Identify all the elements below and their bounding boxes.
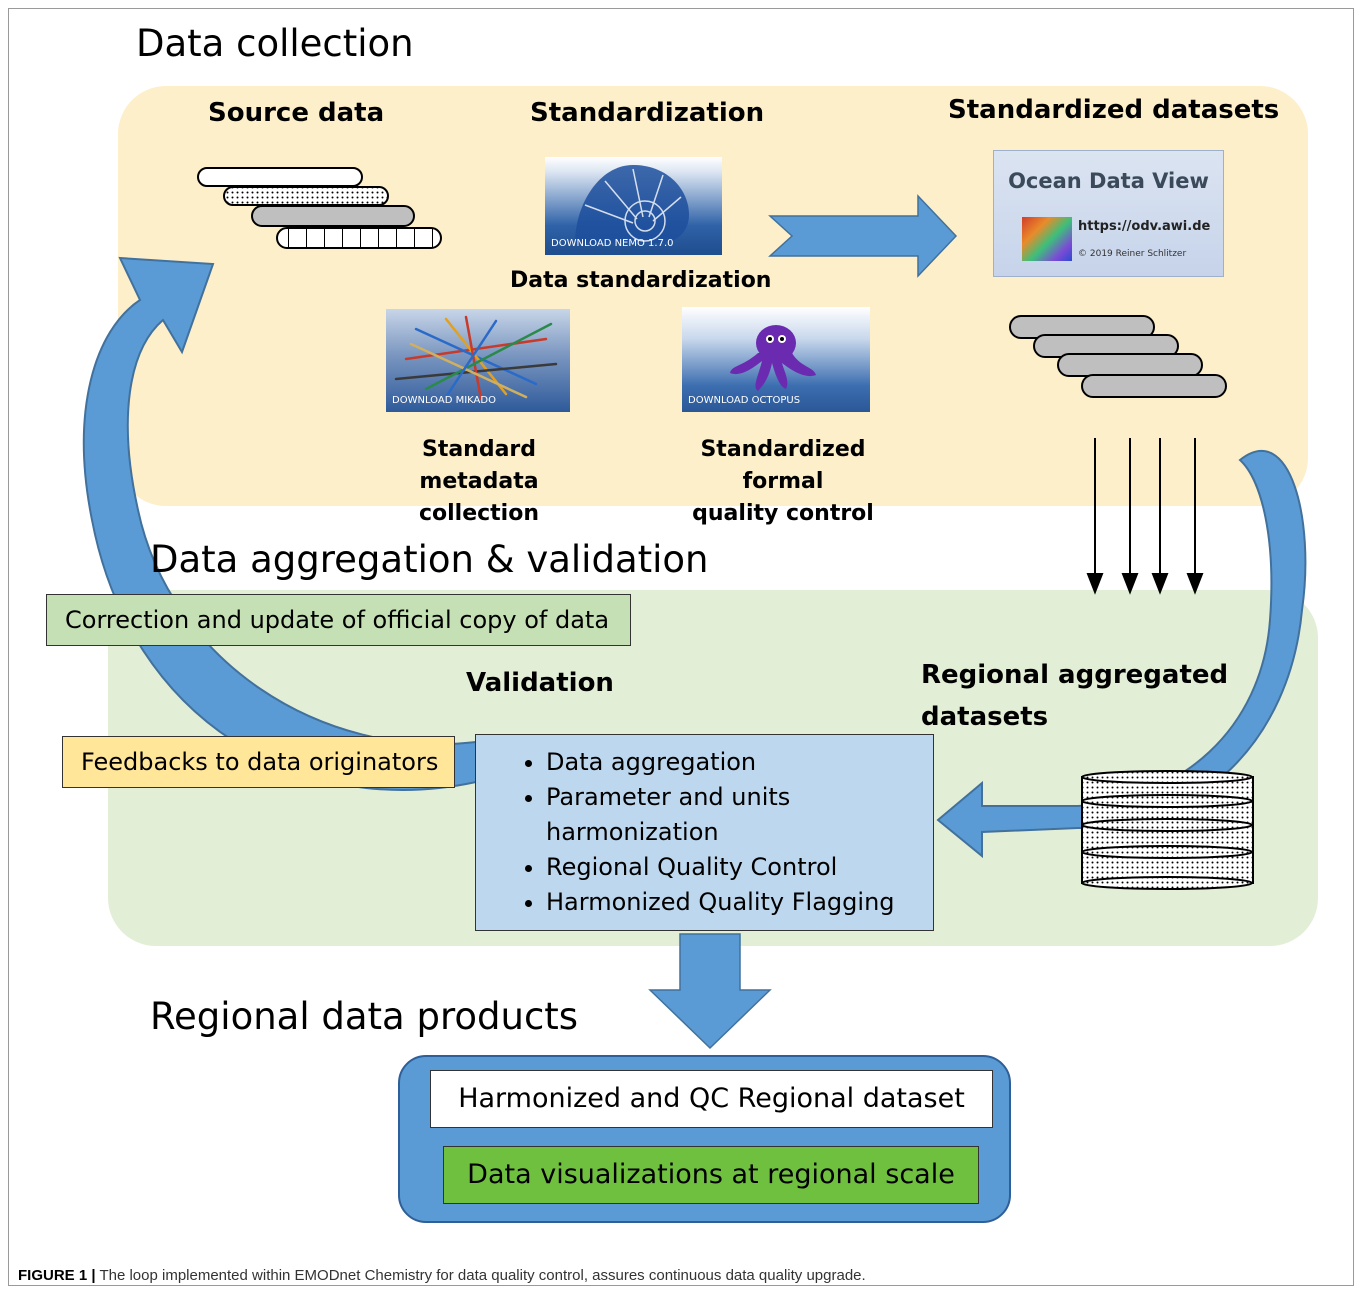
standardized-datasets-stack-icon <box>1009 315 1227 398</box>
octopus-thumbnail[interactable]: DOWNLOAD OCTOPUS <box>682 307 870 412</box>
figure-caption-text: The loop implemented within EMODnet Chem… <box>95 1267 866 1284</box>
harmonized-dataset-box: Harmonized and QC Regional dataset <box>430 1070 993 1128</box>
validation-heading: Validation <box>466 668 614 698</box>
odv-copyright: © 2019 Reiner Schlitzer <box>1078 249 1187 259</box>
octopus-icon <box>730 325 816 391</box>
list-item: Parameter and units harmonization <box>546 780 796 850</box>
regional-line2: datasets <box>921 702 1049 732</box>
regional-line1: Regional aggregated <box>921 660 1229 690</box>
metadata-label-line2: collection <box>418 501 540 526</box>
odv-url[interactable]: https://odv.awi.de <box>1078 219 1211 234</box>
feedback-loop-arrow <box>82 256 477 791</box>
mikado-caption: DOWNLOAD MIKADO <box>392 395 496 406</box>
mikado-sticks-icon <box>394 315 558 401</box>
regional-datasets-heading: Regional aggregated datasets <box>921 654 1228 738</box>
products-down-arrow <box>648 933 772 1050</box>
qc-label-line1: Standardized formal <box>700 437 866 494</box>
figure-label: FIGURE 1 | <box>18 1267 96 1284</box>
list-item: Harmonized Quality Flagging <box>546 885 933 920</box>
standardized-datasets-heading: Standardized datasets <box>948 95 1280 125</box>
list-item: Regional Quality Control <box>546 850 933 885</box>
metadata-collection-label: Standard metadata collection <box>360 434 598 530</box>
ocean-data-view-card[interactable]: Ocean Data View https://odv.awi.de © 201… <box>993 150 1224 277</box>
figure-caption: FIGURE 1 | The loop implemented within E… <box>18 1267 866 1284</box>
source-data-stack-icon <box>197 167 442 249</box>
formal-qc-label: Standardized formal quality control <box>660 434 906 530</box>
standardization-heading: Standardization <box>530 98 765 128</box>
correction-box: Correction and update of official copy o… <box>46 594 631 646</box>
products-title: Regional data products <box>150 995 579 1038</box>
qc-label-line2: quality control <box>692 501 874 526</box>
standardization-arrow <box>768 194 958 278</box>
mikado-thumbnail[interactable]: DOWNLOAD MIKADO <box>386 309 570 412</box>
thin-down-arrows <box>1086 438 1204 595</box>
data-collection-title: Data collection <box>136 22 414 65</box>
nemo-thumbnail[interactable]: DOWNLOAD NEMO 1.7.0 <box>545 157 722 255</box>
data-standardization-label: Data standardization <box>510 268 772 293</box>
list-item: Data aggregation <box>546 745 933 780</box>
validation-box: Data aggregation Parameter and units har… <box>475 734 934 931</box>
octopus-caption: DOWNLOAD OCTOPUS <box>688 395 801 406</box>
feedback-box: Feedbacks to data originators <box>62 736 455 788</box>
figure-frame <box>8 8 1354 1286</box>
visualizations-box: Data visualizations at regional scale <box>443 1146 979 1204</box>
aggregation-loop-arrow <box>936 450 1307 859</box>
regional-datasets-cylinder-icon <box>1081 770 1254 890</box>
nemo-caption: DOWNLOAD NEMO 1.7.0 <box>551 238 674 249</box>
aggregation-title: Data aggregation & validation <box>150 538 709 581</box>
validation-list: Data aggregation Parameter and units har… <box>476 735 933 920</box>
odv-title: Ocean Data View <box>1008 169 1209 193</box>
metadata-label-line1: Standard metadata <box>419 437 539 494</box>
source-data-heading: Source data <box>208 98 385 128</box>
odv-logo-icon <box>1022 217 1072 261</box>
nemo-shell-icon <box>575 165 689 243</box>
